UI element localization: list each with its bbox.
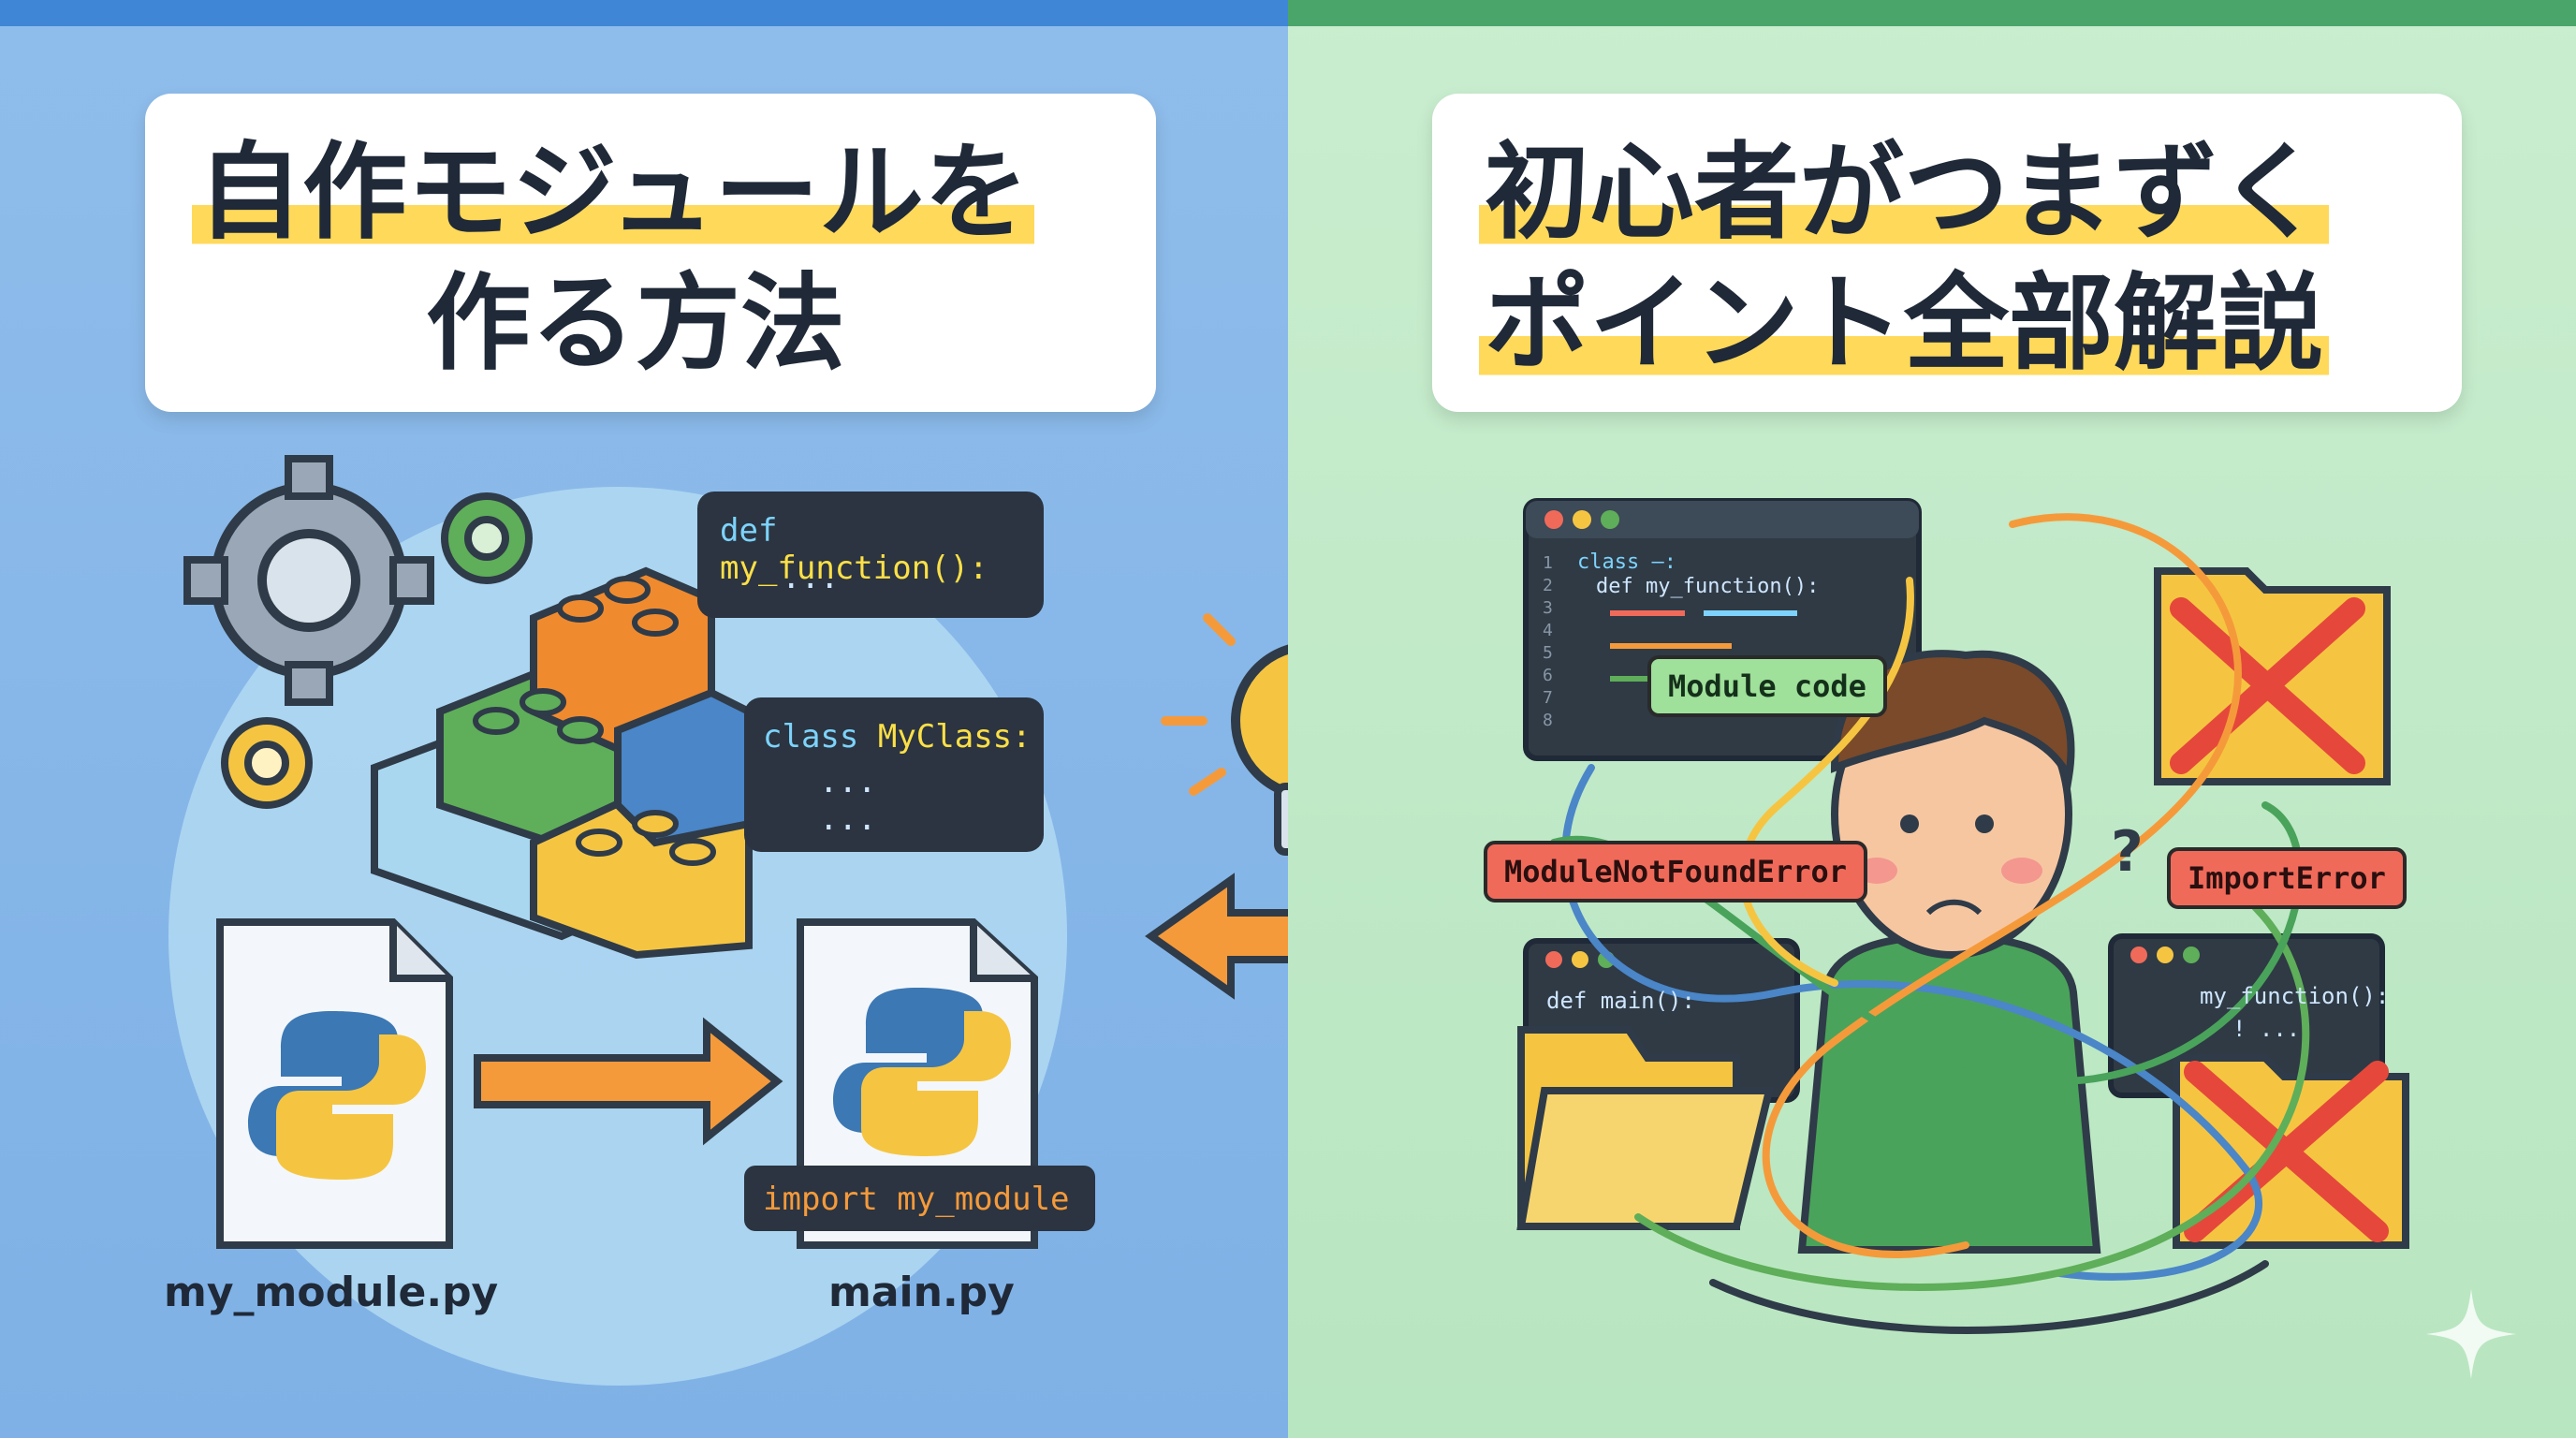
lightbulb-icon: [1161, 613, 1288, 856]
right-top-bar: [1288, 0, 2576, 26]
line-number: 7: [1543, 688, 1553, 708]
editor-line-numbers: 1 2 3 4 5 6 7 8: [1543, 552, 1553, 732]
code-def-keyword: def: [720, 512, 778, 550]
arrow-icon: [1145, 873, 1288, 1000]
right-title-card: 初心者がつまずく ポイント全部解説: [1432, 94, 2462, 412]
line-number: 5: [1543, 643, 1553, 663]
import-text: import my_module: [763, 1181, 1070, 1218]
right-title-line-1: 初心者がつまずく: [1479, 132, 2329, 254]
code-snippet-class: class MyClass: ... ...: [744, 697, 1044, 852]
x-mark-icon: [2184, 1061, 2389, 1242]
left-title-line-2-text: 作る方法: [426, 263, 845, 385]
line-number: 6: [1543, 666, 1553, 685]
gear-icon: [183, 455, 434, 706]
small-editor-right-sub: ! ...: [2232, 1016, 2301, 1042]
line-number: 1: [1543, 553, 1553, 573]
code-def-body: ...: [782, 559, 840, 596]
error-badge-module-not-found: ModuleNotFoundError: [1484, 841, 1868, 902]
gear-icon: [441, 492, 533, 584]
code-class-body-1: ...: [819, 763, 877, 800]
code-def-name: my_function():: [720, 550, 988, 587]
code-class-name: MyClass:: [877, 718, 1032, 756]
editor-code-line-1: class ―:: [1577, 550, 1676, 574]
editor-code-line-2: def my_function():: [1596, 575, 1820, 598]
left-top-bar: [0, 0, 1288, 26]
import-statement: import my_module: [744, 1166, 1095, 1231]
code-class-body-2: ...: [819, 800, 877, 838]
gear-icon: [221, 717, 313, 809]
sparkle-icon: [2426, 1289, 2516, 1379]
left-title-line-2: 作る方法: [426, 271, 845, 376]
right-title-line-2-text: ポイント全部解説: [1479, 263, 2329, 385]
left-title-line-1: 自作モジュールを: [192, 132, 1035, 254]
right-title-line-1-text: 初心者がつまずく: [1479, 132, 2329, 254]
line-number: 2: [1543, 576, 1553, 595]
arrow-icon: [474, 1017, 783, 1146]
python-logo-icon: [833, 988, 1011, 1156]
file-label-my-module: my_module.py: [164, 1269, 499, 1316]
error-badge-import: ImportError: [2167, 847, 2407, 909]
file-label-main: main.py: [828, 1269, 1015, 1316]
small-editor-left-code: def main():: [1546, 988, 1695, 1014]
right-title-line-2: ポイント全部解説: [1479, 263, 2329, 385]
module-code-label: Module code: [1647, 655, 1887, 717]
question-mark: ?: [2111, 819, 2144, 885]
file-icon-my-module: [216, 918, 453, 1249]
left-title-line-1-text: 自作モジュールを: [192, 132, 1035, 254]
folder-icon: [1516, 1026, 1775, 1230]
line-number: 3: [1543, 598, 1553, 618]
x-mark-icon: [2170, 597, 2365, 774]
small-editor-right-code: my_function():: [2200, 983, 2390, 1009]
code-snippet-def: def my_function(): ...: [697, 492, 1044, 618]
line-number: 8: [1543, 711, 1553, 730]
lego-bricks-icon: [371, 566, 753, 960]
code-class-keyword: class: [763, 718, 859, 756]
left-title-card: 自作モジュールを 作る方法: [145, 94, 1156, 412]
python-logo-icon: [248, 1011, 426, 1180]
line-number: 4: [1543, 621, 1553, 640]
